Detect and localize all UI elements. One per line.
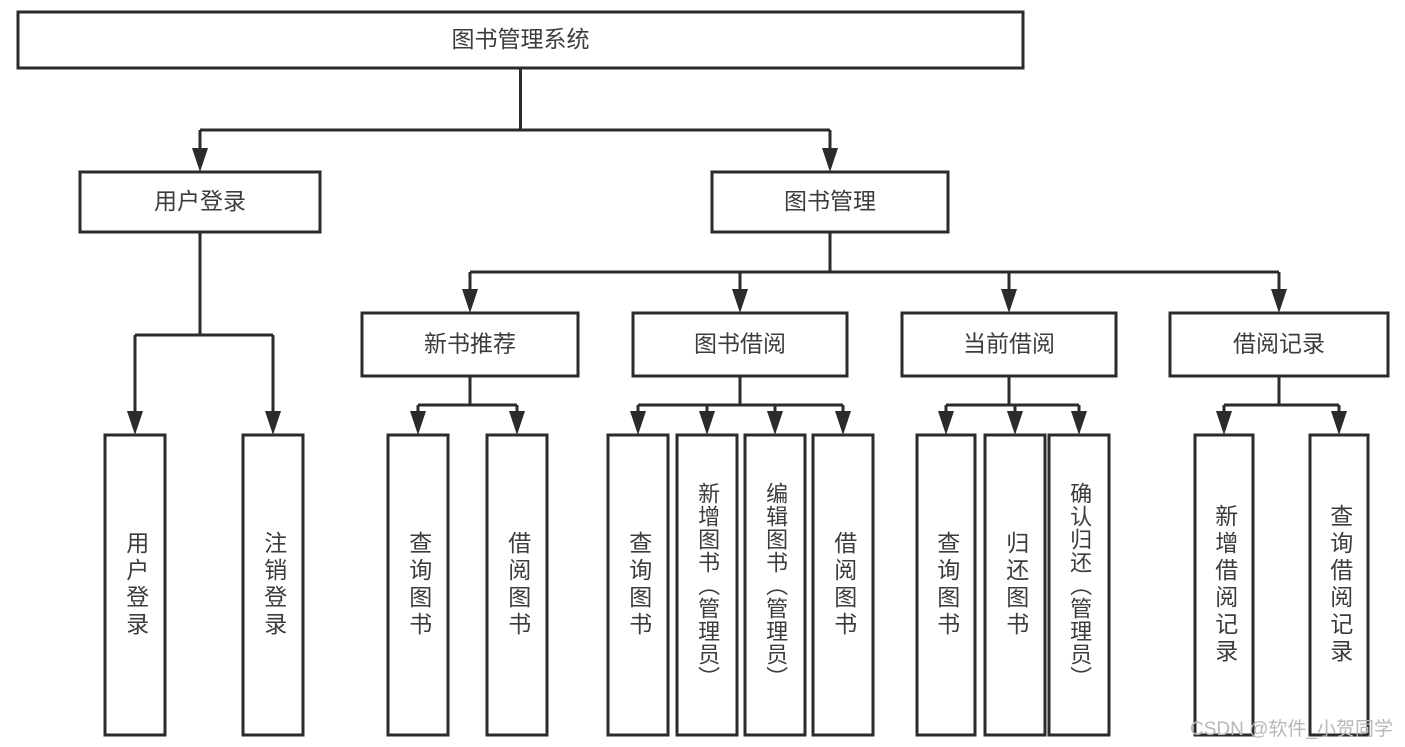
node-leaf_2[interactable]	[386, 433, 450, 737]
node-leaf_12[interactable]	[1308, 433, 1370, 737]
node-box	[1308, 433, 1370, 737]
node-box	[78, 170, 322, 234]
node-box	[1168, 311, 1390, 378]
node-box	[1047, 433, 1111, 737]
node-leaf_1[interactable]	[241, 433, 305, 737]
node-box	[103, 433, 167, 737]
node-box	[485, 433, 549, 737]
node-box	[811, 433, 875, 737]
node-label: 图书借阅	[694, 331, 786, 357]
node-label: 当前借阅	[963, 331, 1055, 357]
node-label: 图书管理系统	[452, 26, 590, 52]
node-label: 新书推荐	[424, 331, 516, 357]
node-box	[710, 170, 950, 234]
node-box	[915, 433, 977, 737]
node-label: 借阅记录	[1233, 331, 1325, 357]
node-box	[241, 433, 305, 737]
node-l1_0[interactable]: 用户登录	[78, 170, 322, 234]
node-leaf_9[interactable]	[983, 433, 1047, 737]
node-l2_2[interactable]: 当前借阅	[900, 311, 1118, 378]
node-l2_3[interactable]: 借阅记录	[1168, 311, 1390, 378]
node-box	[631, 311, 849, 378]
node-box	[983, 433, 1047, 737]
node-box	[900, 311, 1118, 378]
node-l1_1[interactable]: 图书管理	[710, 170, 950, 234]
node-box	[675, 433, 739, 737]
node-leaf_4[interactable]	[606, 433, 670, 737]
node-leaf_11[interactable]	[1193, 433, 1255, 737]
node-box	[1193, 433, 1255, 737]
connector-layer	[127, 68, 1347, 435]
node-leaf_7[interactable]	[811, 433, 875, 737]
node-box	[16, 10, 1025, 70]
node-leaf_10[interactable]	[1047, 433, 1111, 737]
node-label: 图书管理	[784, 188, 876, 214]
node-box	[360, 311, 580, 378]
node-root[interactable]: 图书管理系统	[16, 10, 1025, 70]
node-l2_1[interactable]: 图书借阅	[631, 311, 849, 378]
node-box	[743, 433, 807, 737]
node-label: 用户登录	[154, 188, 246, 214]
node-leaf_3[interactable]	[485, 433, 549, 737]
node-leaf_8[interactable]	[915, 433, 977, 737]
node-leaf_6[interactable]	[743, 433, 807, 737]
watermark: CSDN @软件_小贺同学	[1190, 719, 1393, 740]
node-box	[606, 433, 670, 737]
node-leaf_5[interactable]	[675, 433, 739, 737]
node-l2_0[interactable]: 新书推荐	[360, 311, 580, 378]
node-leaf_0[interactable]	[103, 433, 167, 737]
node-box	[386, 433, 450, 737]
